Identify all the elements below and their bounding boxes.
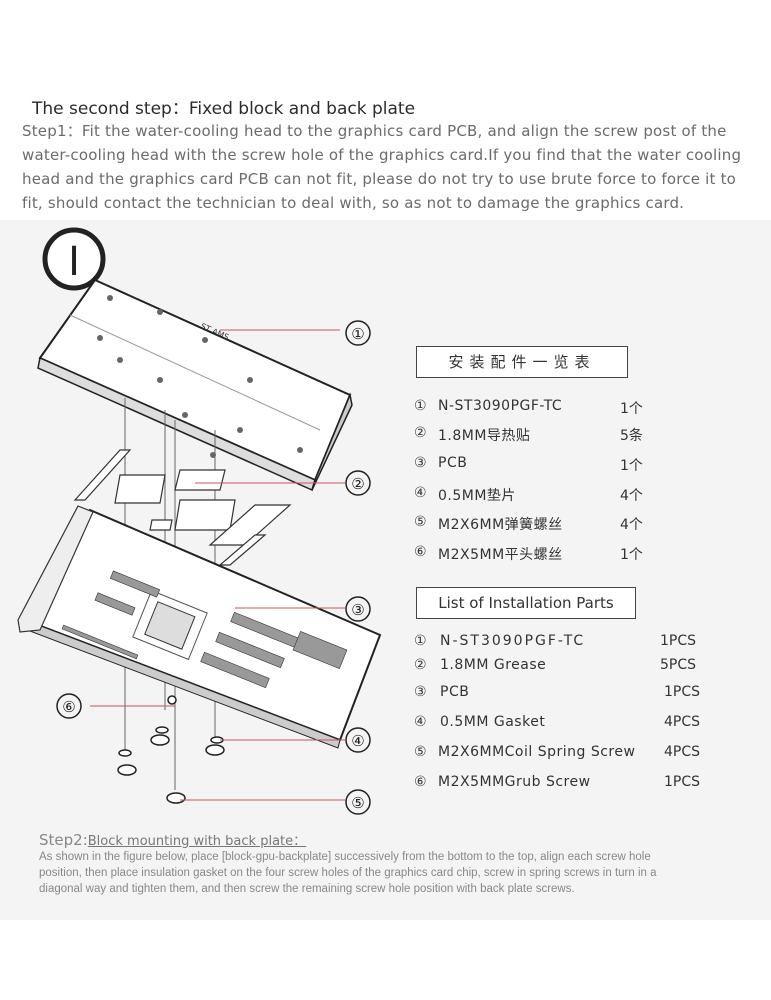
callout-4: ④ <box>345 727 371 753</box>
svg-text:②: ② <box>351 475 364 493</box>
step2-body: As shown in the figure below, place [blo… <box>39 851 657 895</box>
step-badge-text: Ⅰ <box>68 239 80 285</box>
svg-text:④: ④ <box>351 732 364 750</box>
callout-6: ⑥ <box>56 693 82 719</box>
step2-heading: Block mounting with back plate： <box>87 834 307 849</box>
svg-text:①: ① <box>351 325 364 343</box>
water-block: ST AMS <box>37 278 353 492</box>
callout-3: ③ <box>345 596 371 622</box>
step2-title: Step2:Block mounting with back plate： <box>39 830 306 849</box>
step1-text: Step1：Fit the water-cooling head to the … <box>22 122 742 212</box>
svg-text:⑤: ⑤ <box>351 794 364 812</box>
callout-5: ⑤ <box>345 789 371 815</box>
step2-panel <box>0 820 771 920</box>
screws <box>117 695 225 804</box>
exploded-diagram: Ⅰ ST AMS <box>17 227 382 815</box>
step2-label: Step2: <box>39 831 88 849</box>
callout-1: ① <box>345 320 371 346</box>
parts-list-en-heading: List of Installation Parts <box>416 587 636 619</box>
thermal-pads <box>73 449 292 566</box>
parts-list-cn-heading: 安装配件一览表 <box>416 346 628 378</box>
step-badge: Ⅰ <box>42 227 106 291</box>
svg-text:③: ③ <box>351 601 364 619</box>
svg-text:⑥: ⑥ <box>62 698 75 716</box>
page-title: The second step：Fixed block and back pla… <box>32 99 416 119</box>
callout-2: ② <box>345 470 371 496</box>
